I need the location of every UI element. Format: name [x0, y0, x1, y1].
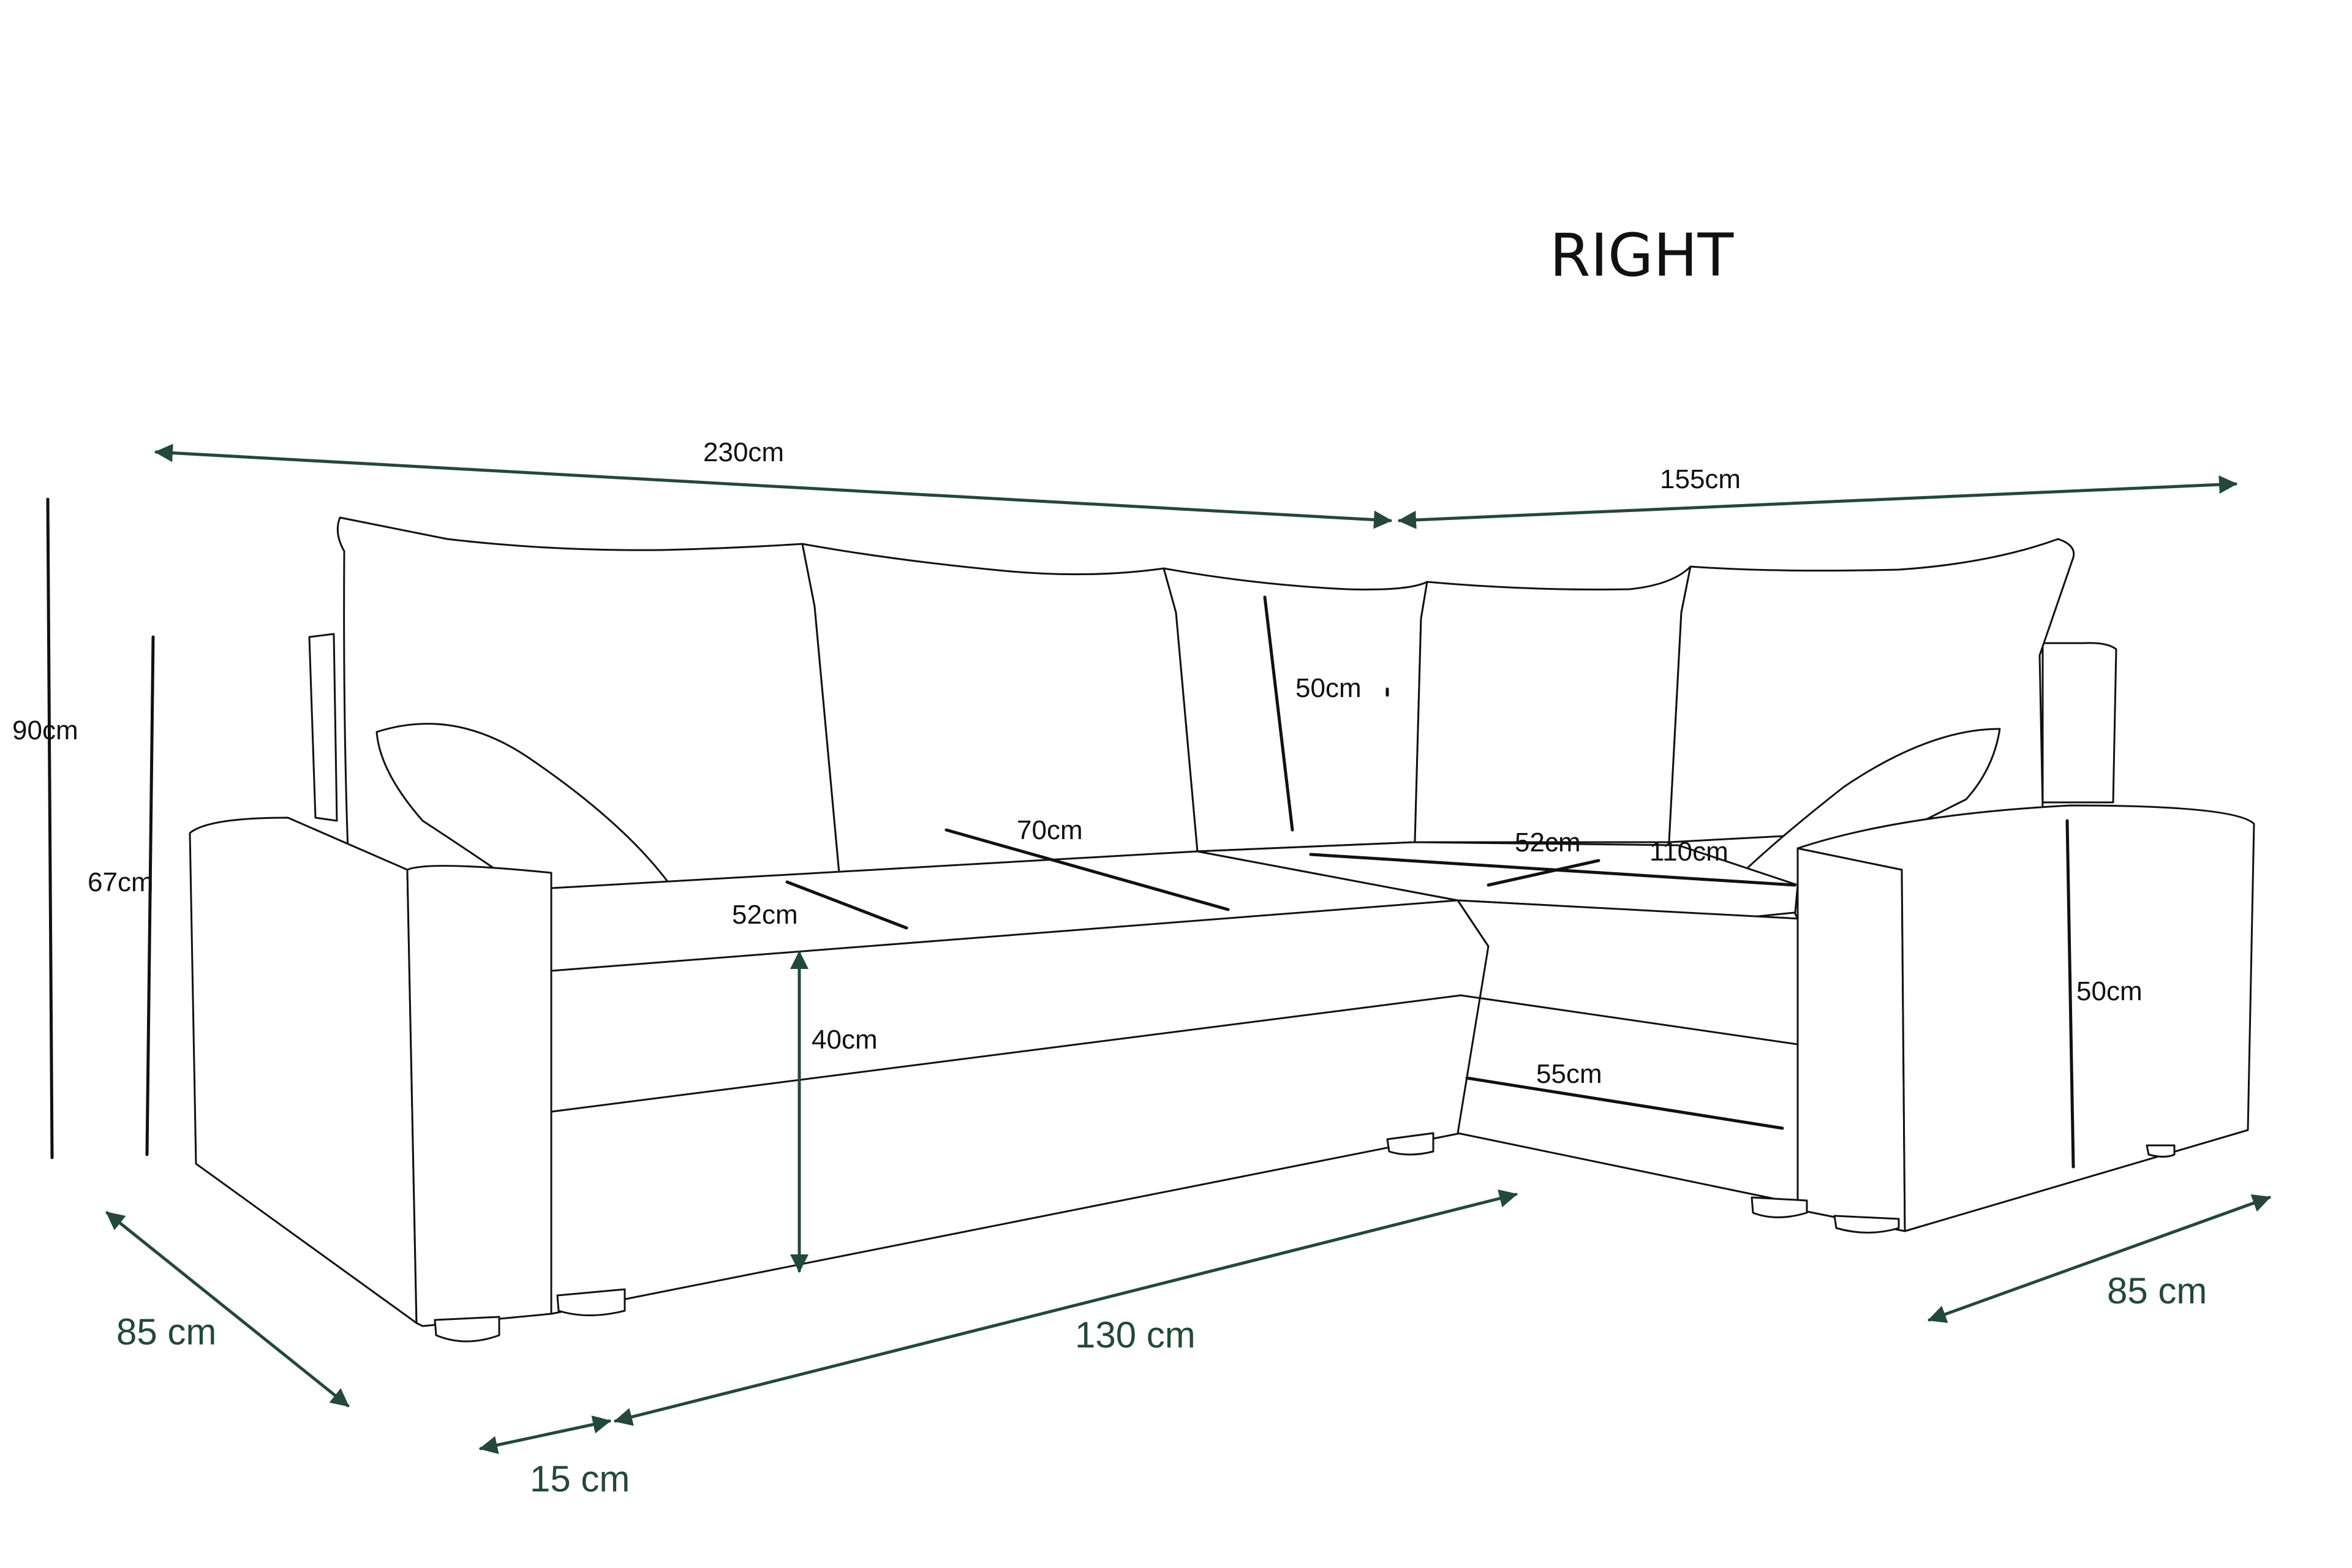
sofa-drawing	[189, 516, 2255, 1343]
base-divider-line	[550, 994, 1462, 1113]
seat-depth-left-marker	[785, 880, 908, 930]
left-armrest-side	[189, 816, 418, 1324]
total-width-arrow	[154, 443, 1392, 529]
bed-length-label: 130 cm	[1075, 1314, 1196, 1355]
leg-chaise-front	[1751, 1196, 1808, 1218]
dimension-arrows	[105, 443, 2271, 1455]
right-backrest-post	[2041, 642, 2117, 804]
corner-width-label: 155cm	[1660, 464, 1741, 494]
leg-right-arm	[1833, 1215, 1900, 1234]
armrest-height-bar	[145, 635, 155, 1156]
chaise-base	[1457, 899, 1802, 1205]
right-armrest-front	[1796, 847, 1906, 1232]
cushion-height-marker	[1263, 595, 1294, 832]
bed-length-arrow	[614, 1189, 1518, 1426]
corner-seat-length-label: 110cm	[1649, 837, 1728, 867]
back-cushion-3	[1163, 567, 1428, 853]
armrest-width-left-arrow	[479, 1415, 611, 1455]
depth-right-arrow	[1928, 1194, 2271, 1323]
left-backrest-post	[308, 633, 338, 822]
depth-left-label: 85 cm	[116, 1311, 216, 1352]
dimension-labels: 230cm 155cm 90cm 67cm 50cm 52cm 70cm 40c…	[12, 437, 2207, 1499]
seat-width-middle-label: 70cm	[1017, 815, 1083, 845]
sofa-base-front	[550, 899, 1490, 1315]
armrest-width-left-label: 15 cm	[530, 1458, 630, 1499]
chaise-front-label: 55cm	[1536, 1059, 1602, 1089]
total-width-label: 230cm	[703, 437, 784, 467]
back-cushion-2	[801, 543, 1199, 874]
right-armrest-side	[1796, 804, 2255, 1232]
leg-chaise-back	[1386, 1132, 1434, 1156]
depth-right-label: 85 cm	[2107, 1270, 2207, 1311]
seat-height-label: 40cm	[812, 1025, 878, 1055]
depth-left-arrow	[105, 1211, 350, 1408]
total-height-label: 90cm	[12, 715, 78, 745]
corner-width-arrow	[1398, 475, 2237, 529]
diagram-title: RIGHT	[1550, 221, 1734, 290]
seat-depth-corner-label: 52cm	[1515, 827, 1581, 858]
seat-depth-left-label: 52cm	[732, 900, 798, 930]
seat-depth-corner-marker	[1487, 859, 1600, 887]
left-armrest-front	[406, 865, 552, 1327]
armrest-width-right-marker	[2065, 819, 2075, 1169]
chaise-front-marker	[1465, 1076, 1784, 1130]
back-cushion-4	[1414, 565, 1692, 843]
measurement-lines	[46, 497, 2075, 1169]
armrest-width-right-label: 50cm	[2076, 976, 2143, 1006]
chaise-divider-line	[1460, 994, 1799, 1046]
total-height-bar	[46, 497, 54, 1159]
leg-front-left	[434, 1316, 500, 1343]
armrest-height-label: 67cm	[88, 867, 154, 897]
seat-width-middle-marker	[944, 828, 1230, 911]
cushion-height-label: 50cm	[1295, 673, 1362, 703]
leg-right-back	[2146, 1144, 2176, 1158]
